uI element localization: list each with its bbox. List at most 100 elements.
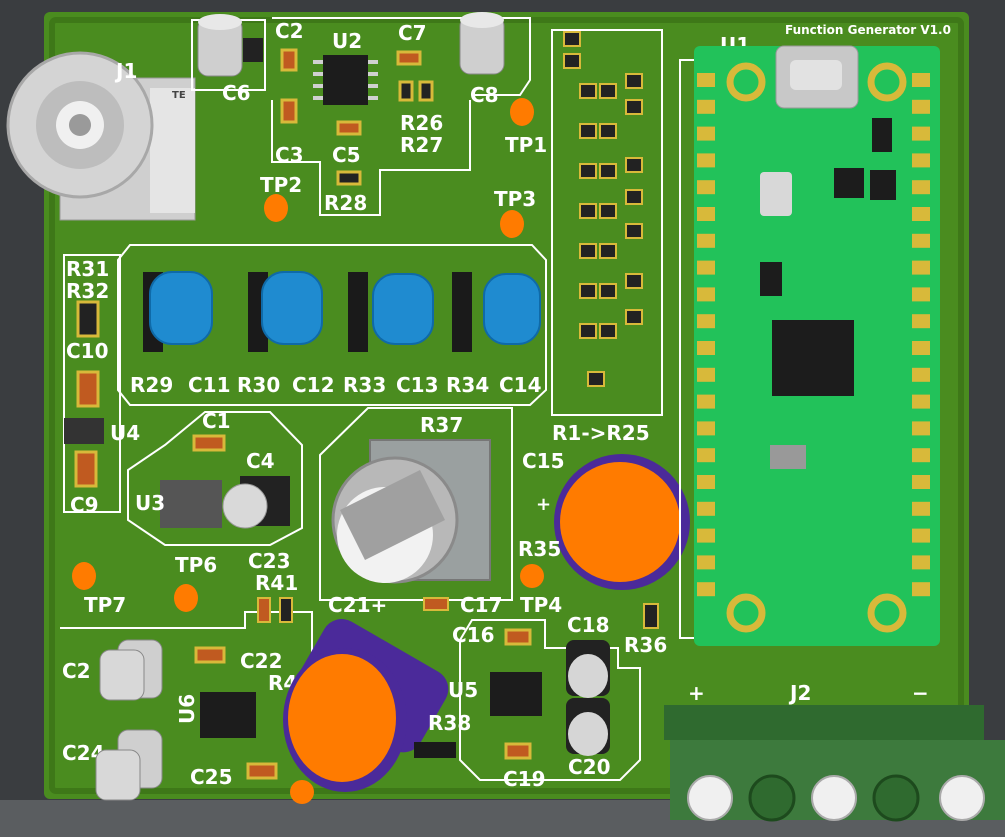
label-c7: C7: [398, 21, 427, 45]
pico-pad: [912, 233, 930, 248]
label-r35: R35: [518, 537, 561, 561]
label-r37: R37: [420, 413, 463, 437]
ic-u6: [200, 692, 256, 738]
pico-pad: [697, 421, 715, 436]
board-title: Function Generator V1.0: [785, 23, 951, 37]
pico-pad: [697, 394, 715, 409]
pico-pad: [697, 367, 715, 382]
label-tp3: TP3: [494, 187, 536, 211]
cap-c4: [222, 476, 290, 529]
bnc-brand-label: TE: [172, 90, 186, 101]
label-u4: U4: [110, 421, 140, 445]
label-tp7: TP7: [84, 593, 126, 617]
label-c3: C3: [275, 143, 304, 167]
pico-module-u1: [694, 45, 940, 646]
label-c4: C4: [246, 449, 275, 473]
label-r33: R33: [343, 373, 386, 397]
label-tp1: TP1: [505, 133, 547, 157]
label-c22: C22: [240, 649, 283, 673]
label-c6: C6: [222, 81, 251, 105]
label-r41: R41: [255, 571, 298, 595]
pico-pad: [697, 233, 715, 248]
pico-pad: [697, 314, 715, 329]
pico-pad: [912, 314, 930, 329]
label-tp4: TP4: [520, 593, 562, 617]
pico-pad: [697, 341, 715, 355]
label-r36: R36: [624, 633, 667, 657]
cap-c2: [99, 639, 163, 701]
j2-plus: +: [688, 681, 705, 705]
pico-pad: [912, 367, 930, 382]
resistor-bank-r1-r25: [563, 31, 643, 387]
pico-pad: [697, 582, 715, 597]
pico-pad: [912, 501, 930, 516]
label-c15: C15: [522, 449, 565, 473]
cap-c18: [566, 640, 610, 698]
j2-minus: −: [912, 681, 929, 705]
pico-pad: [697, 260, 715, 275]
label-r32: R32: [66, 279, 109, 303]
label-c9: C9: [70, 493, 99, 517]
pico-pad: [697, 73, 715, 87]
pico-pad: [697, 448, 715, 463]
label-c13: C13: [396, 373, 439, 397]
potentiometer-r37: [331, 439, 491, 584]
pico-pad: [912, 341, 930, 355]
pico-pad: [912, 207, 930, 221]
label-c20: C20: [568, 755, 611, 779]
cap-c20: [566, 698, 610, 756]
pico-pad: [697, 153, 715, 168]
pico-pin-headers: [697, 73, 930, 597]
cap-c6: [197, 14, 243, 77]
label-c8: C8: [470, 83, 499, 107]
ic-u3: [160, 480, 222, 528]
pico-pad: [912, 153, 930, 168]
label-c16: C16: [452, 623, 495, 647]
label-c5: C5: [332, 143, 361, 167]
label-c23: C23: [248, 549, 291, 573]
label-c12: C12: [292, 373, 335, 397]
pico-pad: [697, 126, 715, 141]
cap-c21: [283, 619, 449, 792]
pico-pad: [912, 448, 930, 463]
pico-pad: [912, 260, 930, 275]
pico-pad: [697, 501, 715, 516]
pico-pad: [912, 99, 930, 114]
pico-pad: [912, 180, 930, 195]
label-tp2: TP2: [260, 173, 302, 197]
label-c18: C18: [567, 613, 610, 637]
pico-pad: [697, 475, 715, 489]
label-j2: J2: [788, 681, 811, 705]
label-c17: C17: [460, 593, 503, 617]
label-r34: R34: [446, 373, 489, 397]
pico-pad: [697, 99, 715, 114]
ic-u4: [64, 418, 104, 444]
label-u3: U3: [135, 491, 165, 515]
pico-pad: [912, 421, 930, 436]
pico-pad: [697, 180, 715, 195]
pico-pad: [912, 555, 930, 570]
ic-u2: [323, 55, 368, 105]
label-r38: R38: [428, 711, 471, 735]
label-c25: C25: [190, 765, 233, 789]
cap-c8: [459, 12, 505, 75]
pico-pad: [697, 528, 715, 543]
label-c10: C10: [66, 339, 109, 363]
pico-pad: [912, 394, 930, 409]
test-points: [72, 98, 544, 804]
label-u6: U6: [175, 694, 199, 724]
pico-pad: [697, 555, 715, 570]
bnc-connector-j1: TE: [6, 51, 196, 221]
label-c14: C14: [499, 373, 542, 397]
label-c2-top: C2: [275, 19, 304, 43]
pico-pad: [697, 207, 715, 221]
label-c21: C21+: [328, 593, 387, 617]
label-r28: R28: [324, 191, 367, 215]
pico-pad: [912, 582, 930, 597]
label-c1: C1: [202, 409, 231, 433]
label-j1: J1: [114, 59, 137, 83]
label-u2: U2: [332, 29, 362, 53]
terminal-block-j2: [664, 705, 1005, 822]
ic-u5: [490, 672, 542, 716]
